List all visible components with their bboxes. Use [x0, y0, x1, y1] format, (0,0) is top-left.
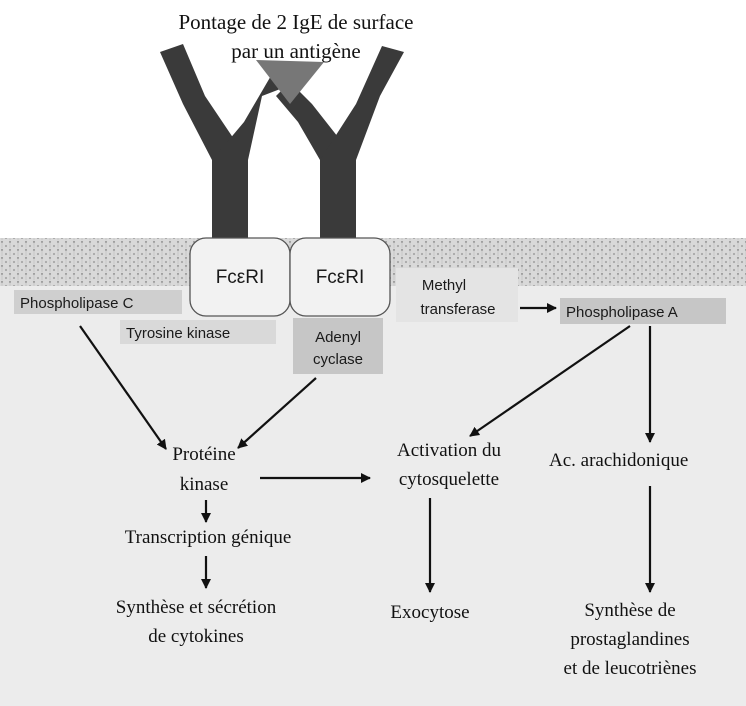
adenyl-cyclase-label-2: cyclase [313, 351, 363, 368]
methyl-transferase-label-2: transferase [420, 301, 495, 318]
title-line-2: par un antigène [231, 39, 360, 63]
synthese-prostaglandines-line-3: et de leucotriènes [564, 658, 697, 679]
proteine-kinase-line-1: Protéine [172, 444, 235, 465]
ac-arachidonique-label: Ac. arachidonique [549, 450, 688, 471]
synthese-cytokines-line-1: Synthèse et sécrétion [116, 597, 277, 618]
adenyl-cyclase-label-1: Adenyl [315, 329, 361, 346]
title-line-1: Pontage de 2 IgE de surface [179, 10, 414, 34]
receptor-label-right: FcεRI [316, 267, 365, 288]
phospholipase-c-label: Phospholipase C [20, 295, 134, 312]
methyl-transferase-label-1: Methyl [422, 277, 466, 294]
fceri-receptor-right: FcεRI [290, 238, 390, 316]
synthese-prostaglandines-line-1: Synthèse de [584, 600, 675, 621]
synthese-prostaglandines-line-2: prostaglandines [570, 629, 689, 650]
receptor-label-left: FcεRI [216, 267, 265, 288]
synthese-cytokines-line-2: de cytokines [148, 626, 244, 647]
activation-line-1: Activation du [397, 440, 501, 461]
proteine-kinase-line-2: kinase [180, 474, 229, 495]
tyrosine-kinase-label: Tyrosine kinase [126, 325, 230, 342]
activation-line-2: cytosquelette [399, 469, 499, 490]
transcription-genique-label: Transcription génique [125, 527, 292, 548]
fceri-receptor-left: FcεRI [190, 238, 290, 316]
phospholipase-a-label: Phospholipase A [566, 304, 678, 321]
exocytose-label: Exocytose [390, 602, 469, 623]
antigen-shape [256, 60, 324, 104]
